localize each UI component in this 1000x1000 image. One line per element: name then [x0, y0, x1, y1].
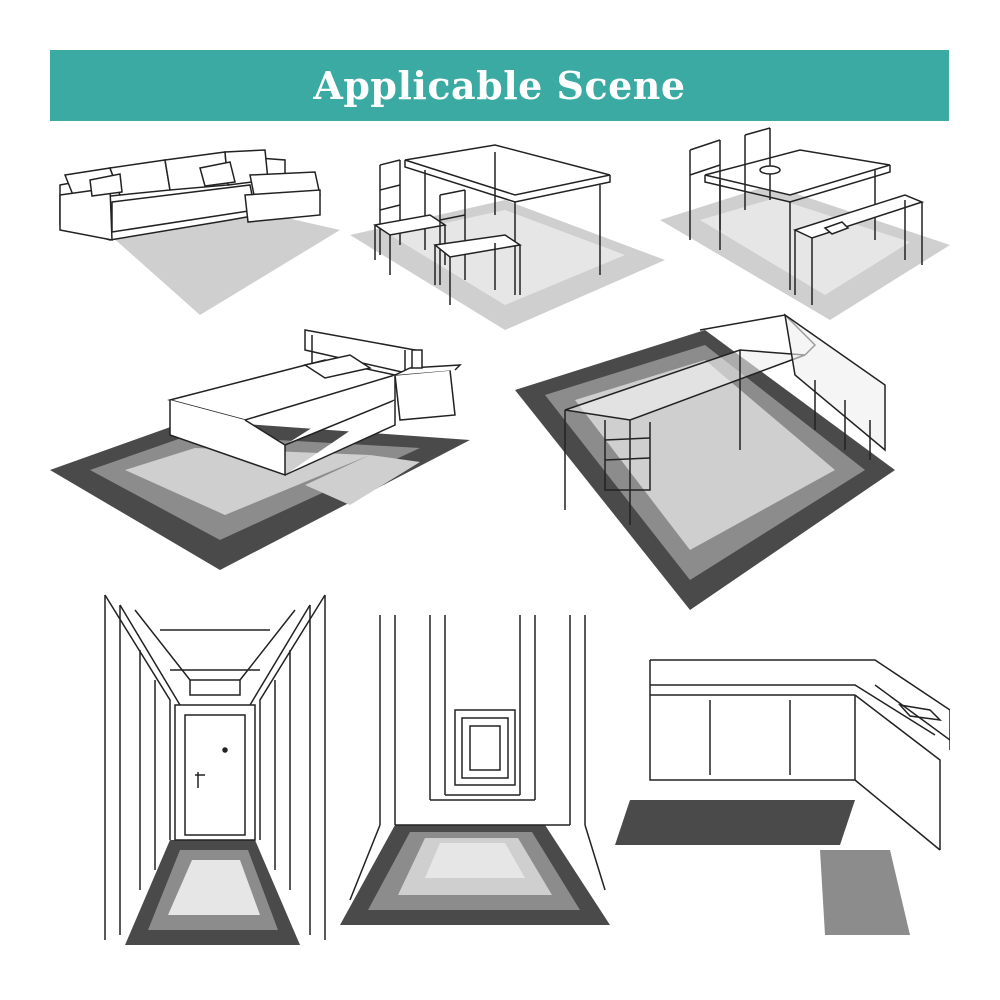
office-desk-icon — [515, 310, 895, 610]
kitchen-counter-icon — [615, 650, 950, 935]
living-room-sofa-icon — [50, 140, 340, 315]
corridor-icon — [340, 610, 610, 925]
banner-title: Applicable Scene — [313, 63, 686, 108]
dining-table-bench-icon — [660, 120, 950, 320]
applicable-scene-banner: Applicable Scene — [50, 50, 949, 121]
hallway-door-icon — [100, 590, 330, 945]
bedroom-bed-icon — [50, 320, 470, 570]
dining-table-chairs-icon — [350, 135, 665, 330]
